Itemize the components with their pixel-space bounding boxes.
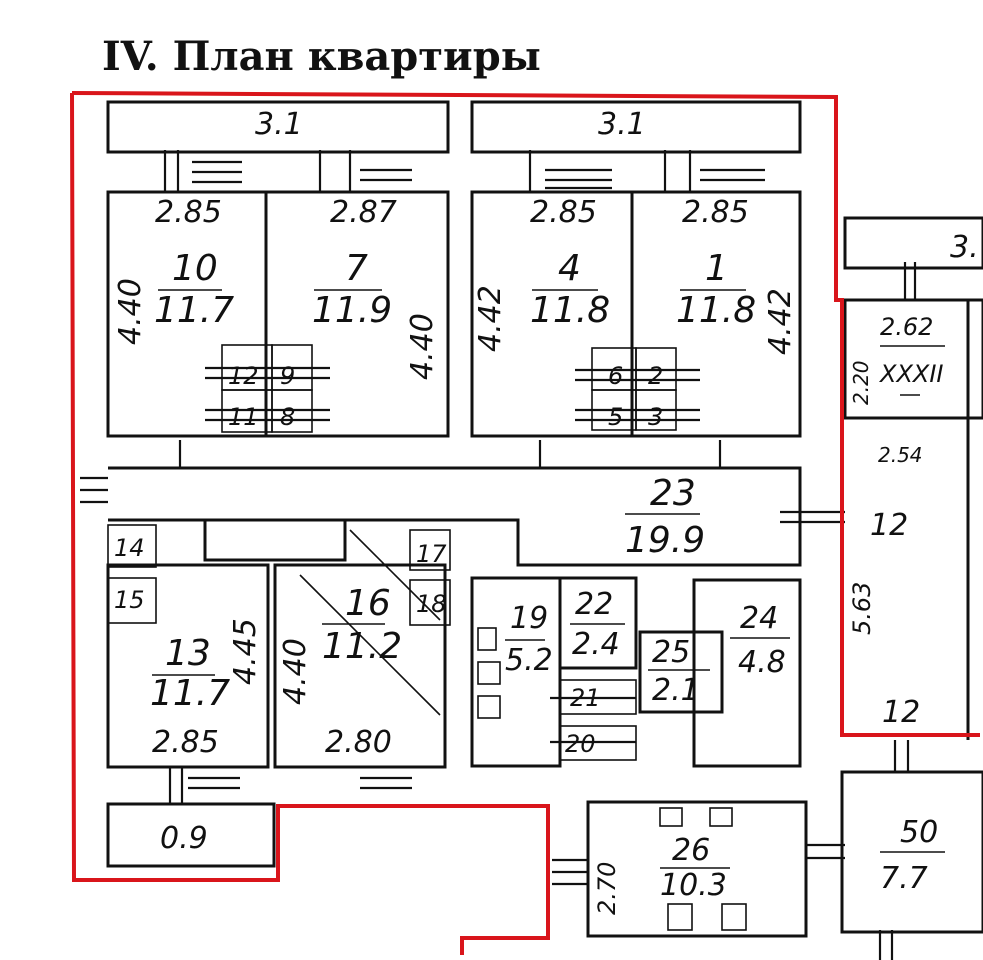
svg-text:4.45: 4.45 <box>228 618 263 685</box>
svg-text:15: 15 <box>114 586 145 614</box>
svg-text:10.3: 10.3 <box>660 868 727 903</box>
svg-text:11.8: 11.8 <box>676 290 756 331</box>
svg-text:11.7: 11.7 <box>150 673 230 714</box>
svg-text:2.4: 2.4 <box>572 627 620 662</box>
svg-text:XXXII: XXXII <box>878 360 943 388</box>
svg-text:24: 24 <box>740 601 778 636</box>
corridor-exit-12: 12 5.63 <box>780 508 908 635</box>
svg-text:2.54: 2.54 <box>878 443 923 467</box>
svg-text:13: 13 <box>165 633 211 674</box>
svg-text:2.80: 2.80 <box>325 725 392 760</box>
svg-text:2.20: 2.20 <box>849 360 873 405</box>
svg-text:14: 14 <box>114 534 145 562</box>
svg-text:4.8: 4.8 <box>738 645 786 680</box>
svg-text:1: 1 <box>705 248 728 289</box>
svg-text:2.85: 2.85 <box>152 725 219 760</box>
svg-text:12: 12 <box>228 362 259 390</box>
svg-text:12: 12 <box>870 508 908 543</box>
svg-text:7: 7 <box>345 248 368 289</box>
room-7: 2.87 7 11.9 4.40 <box>264 190 450 438</box>
svg-text:4.42: 4.42 <box>473 285 508 352</box>
apartment-outline-bottom <box>70 92 550 955</box>
svg-text:17: 17 <box>416 540 447 568</box>
room-16: 16 11.2 2.80 4.40 <box>273 529 447 769</box>
svg-text:16: 16 <box>345 583 391 624</box>
svg-text:11.8: 11.8 <box>530 290 610 331</box>
room-XXXII: 2.62 XXXII 2.20 2.54 <box>843 262 983 467</box>
svg-text:7.7: 7.7 <box>880 861 928 896</box>
svg-text:4: 4 <box>558 248 581 289</box>
svg-text:4.40: 4.40 <box>278 638 313 705</box>
svg-text:11: 11 <box>228 403 259 431</box>
svg-text:4.42: 4.42 <box>763 288 798 355</box>
room-10: 2.85 10 11.7 4.40 <box>106 190 268 438</box>
small-cells-right: 6 2 5 3 <box>575 347 700 431</box>
svg-text:5.2: 5.2 <box>505 643 553 678</box>
svg-text:11.2: 11.2 <box>322 626 402 667</box>
svg-text:20: 20 <box>565 730 596 758</box>
svg-text:11.7: 11.7 <box>154 290 234 331</box>
svg-text:23: 23 <box>650 473 696 514</box>
svg-text:5.63: 5.63 <box>848 582 876 635</box>
svg-text:5: 5 <box>608 403 623 431</box>
svg-text:2.1: 2.1 <box>652 673 700 708</box>
svg-text:3.1: 3.1 <box>598 107 646 142</box>
room-4: 2.85 4 11.8 4.42 <box>470 190 634 438</box>
balcony-doors <box>163 150 765 192</box>
apartment-outline <box>71 91 980 737</box>
room-26: 26 10.3 2.70 <box>552 800 845 938</box>
svg-text:2: 2 <box>648 362 663 390</box>
room-22: 22 2.4 <box>558 576 638 670</box>
plan-title: IV. План квартиры <box>102 33 541 80</box>
room-24: 24 4.8 <box>692 578 802 768</box>
small-cells-left: 12 9 11 8 <box>205 344 330 433</box>
balcony-right: 3.1 <box>470 100 802 154</box>
room-13: 13 11.7 2.85 4.45 <box>106 563 270 769</box>
svg-text:9: 9 <box>280 362 295 390</box>
balcony-left: 3.1 <box>106 100 450 154</box>
room-23-corridor: 23 19.9 <box>80 440 802 567</box>
svg-text:21: 21 <box>570 684 601 712</box>
svg-text:26: 26 <box>672 833 710 868</box>
room-1: 2.85 1 11.8 4.42 <box>630 190 802 438</box>
svg-text:2.85: 2.85 <box>682 195 749 230</box>
svg-text:2.85: 2.85 <box>530 195 597 230</box>
svg-text:18: 18 <box>416 590 447 618</box>
svg-text:50: 50 <box>900 815 938 850</box>
svg-text:22: 22 <box>575 587 613 622</box>
svg-text:0.9: 0.9 <box>160 821 208 856</box>
room-19: 19 5.2 <box>470 576 562 768</box>
balcony-bottom: 0.9 <box>106 768 412 868</box>
svg-text:12: 12 <box>882 695 920 730</box>
svg-text:4.40: 4.40 <box>405 313 440 380</box>
svg-text:2.70: 2.70 <box>593 862 621 915</box>
svg-text:4.40: 4.40 <box>113 278 148 345</box>
room-25: 25 2.1 <box>638 630 724 714</box>
svg-text:25: 25 <box>652 635 690 670</box>
svg-text:2.85: 2.85 <box>155 195 222 230</box>
right-wall <box>845 300 983 740</box>
svg-text:11.9: 11.9 <box>312 290 392 331</box>
cells-17-18: 17 18 <box>409 529 451 626</box>
svg-text:19: 19 <box>510 601 548 636</box>
svg-text:6: 6 <box>608 362 623 390</box>
svg-text:8: 8 <box>280 403 295 431</box>
svg-text:10: 10 <box>172 248 218 289</box>
svg-text:19.9: 19.9 <box>625 520 705 561</box>
svg-text:3.1: 3.1 <box>255 107 303 142</box>
cells-14-15: 14 15 <box>107 524 157 624</box>
balcony-far-right: 3. <box>843 216 983 270</box>
room-50: 50 7.7 12 <box>840 695 983 960</box>
cells-21-20: 21 20 <box>550 679 637 761</box>
svg-text:2.62: 2.62 <box>880 313 933 341</box>
svg-text:2.87: 2.87 <box>330 195 397 230</box>
svg-text:3: 3 <box>648 403 663 431</box>
svg-text:3.: 3. <box>950 230 979 265</box>
